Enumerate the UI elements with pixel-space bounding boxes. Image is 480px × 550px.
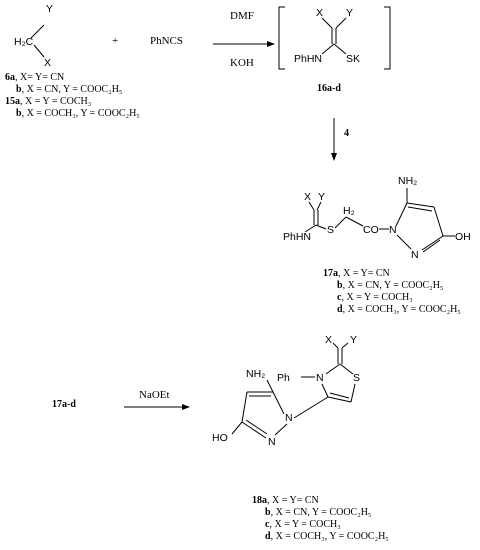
bond-c3-n2 [421,235,444,251]
bond-x [332,342,339,349]
label-18d: d, X = COCH₃, Y = COOC₂H₅ [265,531,389,542]
atom-y: Y [346,7,353,19]
atom-co: CO [363,224,379,236]
bond-c3-n2-double [245,419,268,435]
product-18-structure: X Y N S Ph N N NH₂ HO [212,334,360,448]
bond-c5-c4-double [407,206,433,212]
label-6a: 6a, X= Y= CN [5,72,64,83]
atom-x: X [44,57,51,69]
label-6b: b, X = CN, Y = COOC₂H₅ [16,84,122,95]
atom-n3: N [316,372,324,384]
product-18-labels: 18a, X = Y= CN b, X = CN, Y = COOC₂H₅ c,… [252,495,389,542]
compound-16a-d: 16a-d [317,83,341,94]
atom-x: X [316,7,323,19]
bond-y [316,201,322,211]
bond-c5-nh2 [266,379,274,393]
start-methylene-structure: H₂C Y X [14,3,53,69]
bond-x [308,201,315,211]
bond-y [335,17,347,29]
label-18c: c, X = Y = COCH₃ [265,519,341,530]
bond-c3-n2 [241,421,267,439]
bond-c3-n2-double [422,239,441,253]
bond-n1-c5 [272,391,285,415]
bond-s-c5 [350,383,356,403]
bond-n1-c5 [395,202,408,227]
atom-x: X [325,334,332,346]
product-17-labels: 17a, X = Y= CN b, X = CN, Y = COOC₂H₅ c,… [323,268,461,315]
atom-n2: N [411,249,419,261]
left-bracket [278,6,285,70]
label-18a: 18a, X = Y= CN [252,495,319,506]
atom-n2: N [268,436,276,448]
bond-c-y [30,24,45,39]
right-bracket [384,6,391,70]
atom-nh2: NH₂ [246,368,265,380]
atom-y: Y [318,191,325,203]
atom-s: S [353,372,360,384]
condition-koh: KOH [230,57,254,69]
reagent-naoet: NaOEt [139,389,170,401]
atom-y: Y [350,334,357,346]
bond-c2-n3 [325,363,341,375]
bond-s [333,43,347,55]
bond-s [315,224,327,230]
bond-c4-c3 [433,206,444,237]
bond-c2-s [339,363,354,375]
atom-y: Y [46,3,53,15]
compound-17a-d: 17a-d [52,399,76,410]
bond-c4-c3 [241,391,248,423]
bond-c4-n3 [321,383,329,398]
plus-sign: + [112,35,118,47]
label-17d: d, X = COCH₃, Y = COOC₂H₅ [337,304,461,315]
intermediate-16-structure: X Y PhHN SK [278,6,391,70]
bond-y [341,342,349,349]
label-18b: b, X = CN, Y = COOC₂H₅ [265,507,371,518]
atom-h2: H₂ [343,205,355,217]
bond-c-x [33,44,45,58]
bond-n [321,43,335,55]
atom-n1: N [389,224,397,236]
bond-ch2-co [345,216,364,227]
bond-n2-n1 [274,423,288,436]
label-17b: b, X = CN, Y = COOC₂H₅ [337,280,443,291]
bond-c5-c4 [406,202,435,208]
bond-c3-ho [231,421,243,435]
atom-ho: HO [212,432,228,444]
atom-ph: Ph [277,372,290,384]
bond-n2-n1 [396,234,412,250]
label-15a: 15a, X = Y = COCH₃ [5,96,91,107]
atom-phhn: PhHN [294,53,322,65]
atom-nh2: NH₂ [398,175,417,187]
reagent-4: 4 [344,128,349,139]
bond-n [304,224,317,233]
start-labels: 6a, X= Y= CN b, X = CN, Y = COOC₂H₅ 15a,… [5,72,140,119]
bond-x [321,17,333,29]
atom-sk: SK [346,53,360,65]
reagent-phncs: PhNCS [150,35,183,47]
bond-s-ch2 [334,216,347,229]
atom-phhn: PhHN [283,231,311,243]
atom-s: S [327,224,334,236]
bond-c5-c4-double [329,392,350,399]
condition-dmf: DMF [230,10,254,22]
atom-oh: OH [455,231,471,243]
atom-h2c: H₂C [14,36,34,48]
label-17a: 17a, X = Y= CN [323,268,390,279]
bond-c5-c4 [327,396,352,403]
label-15b: b, X = COCH₃, Y = COOC₂H₅ [16,108,140,119]
product-17-structure: X Y PhHN S H₂ CO N N NH₂ OH [283,175,471,261]
bond-c4-n1 [293,396,329,419]
label-17c: c, X = Y = COCH₃ [337,292,413,303]
atom-x: X [304,191,311,203]
atom-n1: N [285,412,293,424]
